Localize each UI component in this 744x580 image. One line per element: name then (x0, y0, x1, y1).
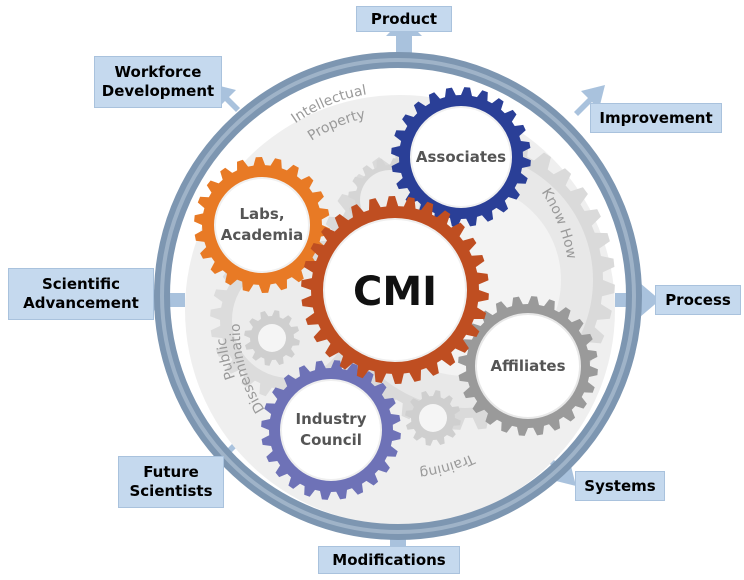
gear-affiliates: Affiliates (458, 296, 598, 436)
gear-industry-council: Industry Council (261, 360, 401, 500)
output-future-scientists: Future Scientists (118, 456, 224, 508)
gear-associates: Associates (391, 87, 531, 227)
labs-label-line1: Labs, (239, 205, 284, 223)
industry-label-line1: Industry (296, 410, 367, 428)
gear-cmi: CMI (301, 196, 489, 384)
gear-labs-academia: Labs, Academia (194, 157, 330, 293)
affiliates-label: Affiliates (490, 357, 565, 375)
outer-ring-highlight (160, 58, 636, 534)
output-product: Product (356, 6, 452, 32)
output-modifications: Modifications (318, 546, 460, 574)
output-improvement: Improvement (590, 103, 722, 133)
associates-label: Associates (416, 148, 506, 166)
output-scientific-advancement: Scientific Advancement (8, 268, 154, 320)
output-workforce-development: Workforce Development (94, 56, 222, 108)
cmi-label: CMI (353, 269, 437, 315)
output-systems: Systems (575, 471, 665, 501)
labs-label-line2: Academia (221, 226, 303, 244)
industry-label-line2: Council (300, 431, 362, 449)
output-process: Process (655, 285, 741, 315)
